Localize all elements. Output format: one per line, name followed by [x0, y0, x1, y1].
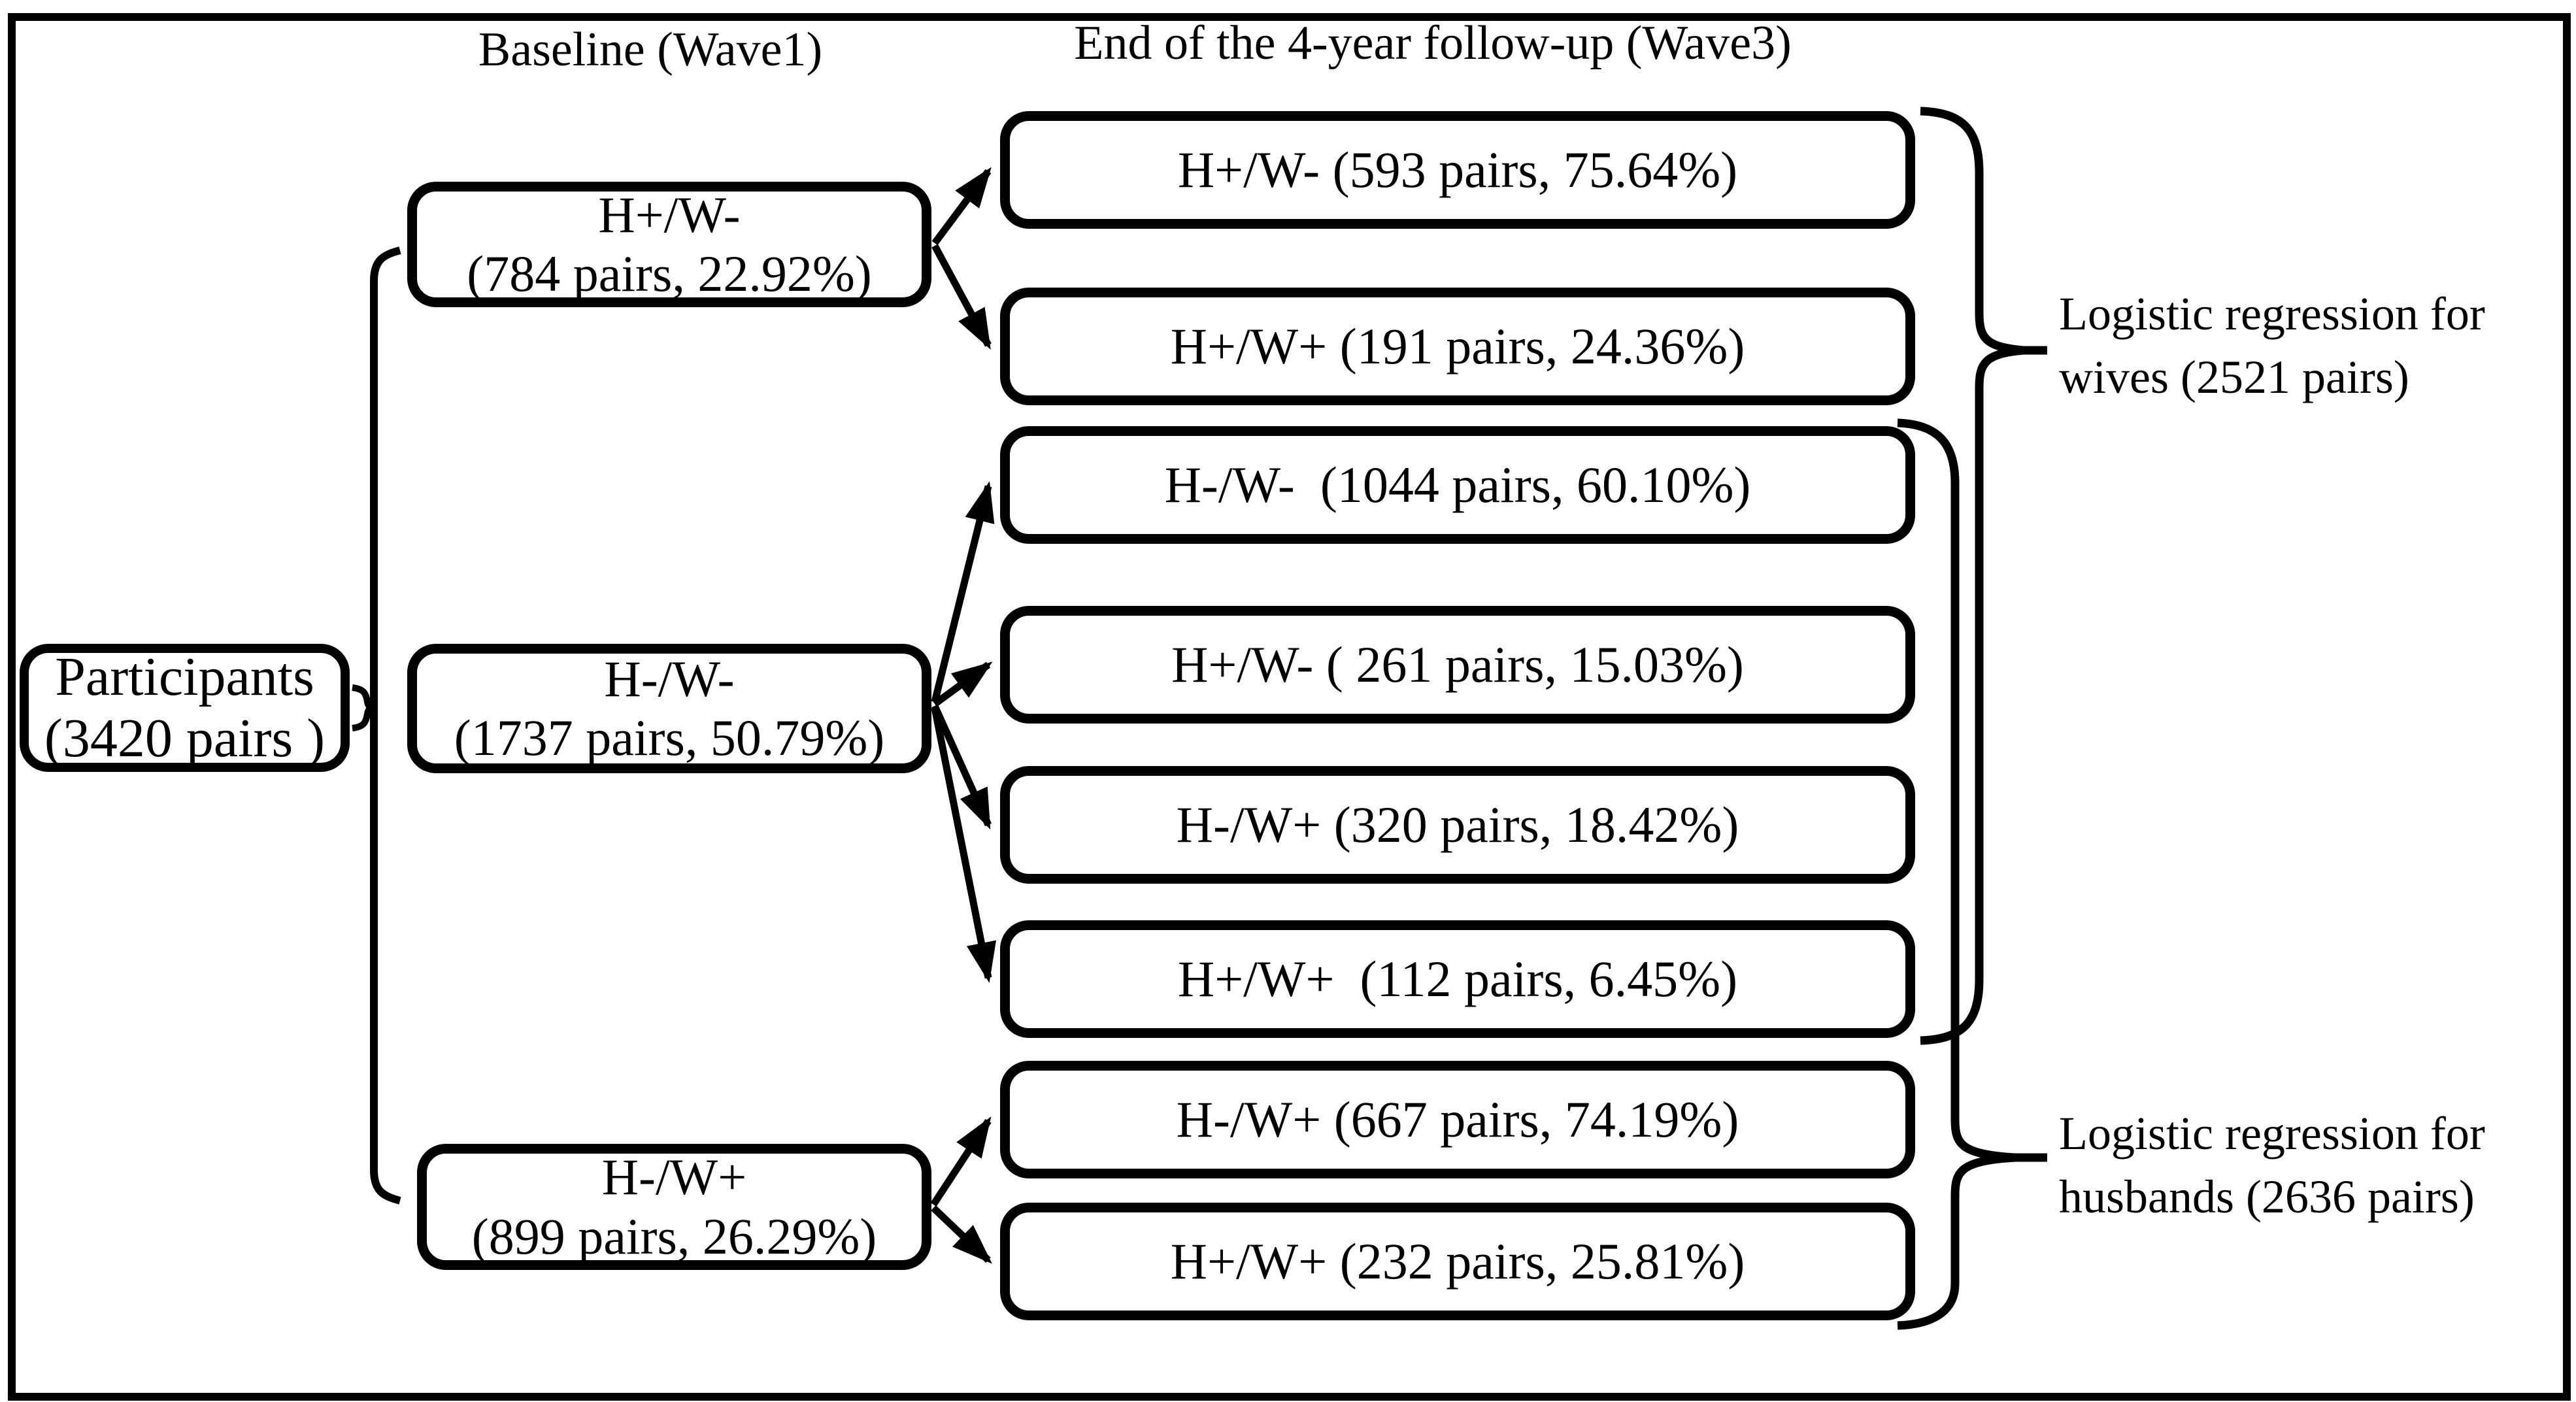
husbands-regression-line1: Logistic regression for [2059, 1107, 2485, 1160]
participants-box: Participants (3420 pairs ) [20, 644, 350, 772]
baseline-column-header: Baseline (Wave1) [478, 23, 823, 76]
arrow [931, 707, 997, 983]
baseline-box-2-line2: (1737 pairs, 50.79%) [454, 709, 885, 766]
followup-box-4: H+/W- ( 261 pairs, 15.03%) [1000, 606, 1915, 724]
arrow [930, 1116, 992, 1207]
participants-bracket [352, 246, 401, 1205]
husbands-regression-label: Logistic regression for husbands (2636 p… [2059, 1102, 2485, 1229]
wives-regression-line2: wives (2521 pairs) [2059, 351, 2409, 403]
baseline-box-1-line2: (784 pairs, 22.92%) [467, 245, 872, 302]
followup-box-8: H+/W+ (232 pairs, 25.81%) [1000, 1203, 1915, 1320]
followup-box-7: H-/W+ (667 pairs, 74.19%) [1000, 1061, 1915, 1178]
wives-regression-line1: Logistic regression for [2059, 288, 2485, 340]
arrow [931, 481, 995, 703]
followup-box-2: H+/W+ (191 pairs, 24.36%) [1000, 288, 1915, 405]
followup-box-3: H-/W- (1044 pairs, 60.10%) [1000, 426, 1915, 544]
baseline-box-2: H-/W- (1737 pairs, 50.79%) [407, 644, 931, 773]
followup-box-3-label: H-/W- (1044 pairs, 60.10%) [1164, 456, 1751, 514]
participants-line1: Participants [55, 646, 314, 707]
followup-box-2-label: H+/W+ (191 pairs, 24.36%) [1170, 318, 1745, 375]
followup-column-header: End of the 4-year follow-up (Wave3) [1074, 16, 1792, 70]
followup-box-5: H-/W+ (320 pairs, 18.42%) [1000, 766, 1915, 884]
wives-brace [1920, 107, 2047, 1045]
baseline-box-1-line1: H+/W- [598, 186, 741, 243]
arrow [931, 244, 992, 350]
participants-line2: (3420 pairs ) [44, 708, 326, 769]
followup-box-7-label: H-/W+ (667 pairs, 74.19%) [1176, 1091, 1739, 1148]
baseline-box-3: H-/W+ (899 pairs, 26.29%) [417, 1144, 931, 1270]
followup-box-6-label: H+/W+ (112 pairs, 6.45%) [1177, 950, 1738, 1008]
husbands-regression-line2: husbands (2636 pairs) [2059, 1171, 2475, 1223]
followup-box-5-label: H-/W+ (320 pairs, 18.42%) [1176, 796, 1739, 854]
arrow [932, 661, 993, 707]
wives-regression-label: Logistic regression for wives (2521 pair… [2059, 282, 2485, 409]
followup-box-4-label: H+/W- ( 261 pairs, 15.03%) [1171, 636, 1744, 693]
baseline-box-2-line1: H-/W- [604, 650, 735, 707]
arrow [931, 1205, 992, 1264]
followup-box-1-label: H+/W- (593 pairs, 75.64%) [1177, 141, 1738, 199]
arrow [931, 167, 992, 246]
husbands-brace [1897, 418, 2047, 1330]
participants-brace-tick [352, 684, 375, 731]
baseline-box-3-line2: (899 pairs, 26.29%) [471, 1207, 877, 1265]
baseline-box-1: H+/W- (784 pairs, 22.92%) [407, 182, 931, 307]
followup-box-8-label: H+/W+ (232 pairs, 25.81%) [1170, 1233, 1745, 1290]
followup-box-1: H+/W- (593 pairs, 75.64%) [1000, 111, 1915, 229]
figure-border [8, 13, 2571, 1401]
arrow [931, 704, 992, 830]
baseline-box-3-line1: H-/W+ [601, 1148, 747, 1206]
followup-box-6: H+/W+ (112 pairs, 6.45%) [1000, 920, 1915, 1038]
flow-arrows [930, 167, 997, 1264]
